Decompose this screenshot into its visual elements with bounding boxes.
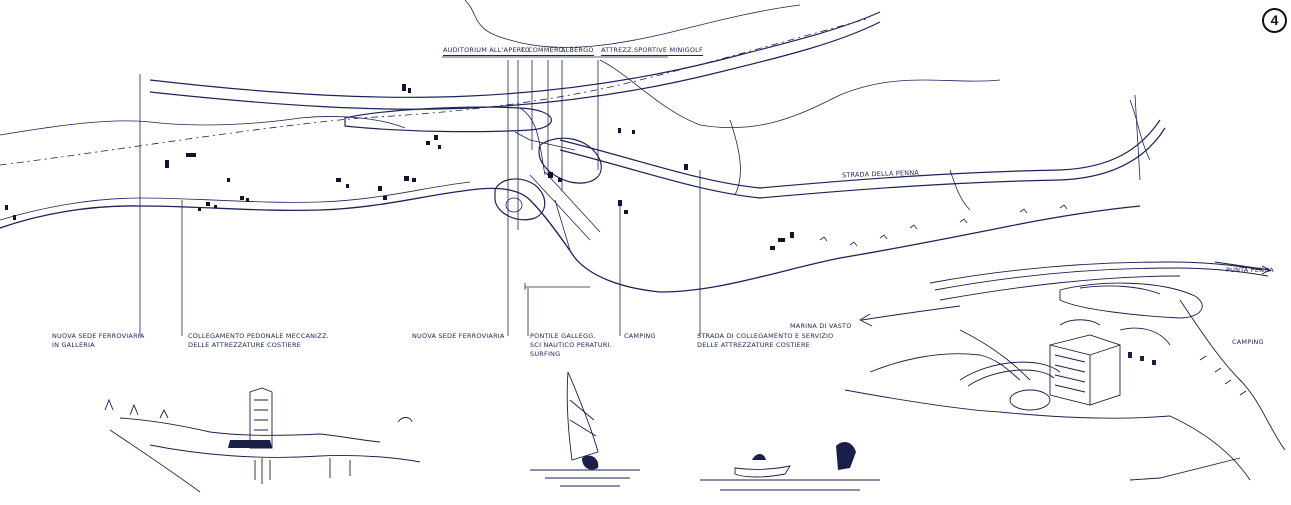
persp-house-2 [1140,356,1144,361]
persp-hotel-edges [1049,344,1121,405]
persp-amphitheatre-outer [959,361,1061,381]
sketch-base [228,440,272,448]
road-interchange [344,106,552,133]
sketch-wake [700,479,880,491]
label-sede-ferroviaria: NUOVA SEDE FERROVIARIA [412,332,505,340]
label-punta-penna: PUNTA PENNA [1226,266,1274,274]
label-albergo: ALBERGO [561,46,594,56]
strada-della-penna-south-edge [559,127,1166,199]
site-plan [0,0,1166,336]
persp-lane [1079,285,1161,295]
label-collegamento-1: COLLEGAMENTO PEDONALE MECCANIZZ. [188,332,329,340]
persp-road-3 [939,275,1181,301]
label-pontile-2: SCI NAUTICO PERATURI. [530,341,612,349]
old-railway-line [0,17,871,166]
arrow-punta-penna [1214,261,1272,275]
label-auditorium: AUDITORIUM ALL'APERTO [443,46,531,56]
persp-house-3 [1152,360,1156,365]
label-collegamento-2: DELLE ATTREZZATURE COSTIERE [188,341,301,349]
side-road [1129,99,1151,161]
main-road-north-edge [149,11,881,98]
sketch-tower-floors [254,399,268,431]
persp-auditorium [1009,389,1051,411]
slope-line [599,59,1001,128]
sketch-waves [530,469,640,487]
persp-shore-east [1179,299,1286,451]
persp-hotel [1049,334,1121,406]
auditorium-stage [505,197,523,213]
arrow-marina-di-vasto [859,305,961,327]
persp-loop [1059,282,1203,319]
persp-road-2 [934,267,1269,291]
complex-paths [529,171,601,251]
label-sede-galleria-1: NUOVA SEDE FERROVIARIA [52,332,145,340]
strada-della-penna-north-edge [559,119,1161,189]
persp-pier [1129,457,1241,481]
hill-contour [464,0,801,48]
sketch-slope [109,429,201,493]
auditorium-outline [494,178,546,221]
label-attrezzature: ATTREZZ.SPORTIVE MINIGOLF [601,46,703,56]
main-road-south-edge [149,21,881,110]
side-road-2 [1134,94,1141,181]
persp-house-1 [1128,352,1132,358]
sketch-sail-battens [569,399,597,437]
persp-coast [844,389,1251,481]
label-marina-di-vasto: MARINA DI VASTO [790,322,852,330]
sketch-motorboat [734,465,791,478]
label-strada-collegamento-2: DELLE ATTREZZATURE COSTIERE [697,341,810,349]
sketch-boats [700,442,880,491]
label-sede-galleria-2: IN GALLERIA [52,341,95,349]
persp-hill [869,353,1021,381]
label-pontile-3: SURFING [530,350,561,358]
sketch-cliff [119,417,381,443]
sketch-surfer [582,455,599,470]
hill-edge [0,116,406,136]
sketch-sail [566,371,599,461]
label-commerciale: C.COMMERC. [521,46,566,56]
persp-amphitheatre-inner [967,369,1055,387]
sketch-skier [836,442,856,470]
sketch-trees [104,398,169,419]
sports-field-outline [538,137,602,184]
label-camping-perspective: CAMPING [1232,338,1264,346]
label-pontile-1: PONTILE GALLEGG. [530,332,596,340]
persp-access [959,329,1031,381]
sketch-hotel-view [104,387,421,493]
branch-road [949,169,971,211]
sketch-parachute [397,417,413,423]
persp-camping-marks [1199,355,1247,396]
sheet-number-badge: 4 [1262,8,1287,33]
aerial-perspective [844,261,1286,481]
coast-vegetation [819,204,1068,247]
access-road [519,107,546,176]
gully-line [729,119,741,196]
coastline [0,187,1141,293]
complex-connector [514,131,576,151]
coast-inner-line [0,181,471,221]
persp-road-1 [929,261,1263,284]
sketch-boat-cabin [752,454,766,460]
label-camping-plan: CAMPING [624,332,656,340]
sketch-windsurf [530,371,640,487]
label-strada-collegamento-1: STRADA DI COLLEGAMENTO E SERVIZIO [697,332,834,340]
pier [524,283,590,290]
leader-lines [139,56,701,336]
sketch-tower [249,387,273,449]
persp-trees [1059,319,1171,346]
sketch-waterline [149,444,421,463]
persp-hotel-floors [1054,354,1086,393]
sketch-reflections [254,458,351,484]
